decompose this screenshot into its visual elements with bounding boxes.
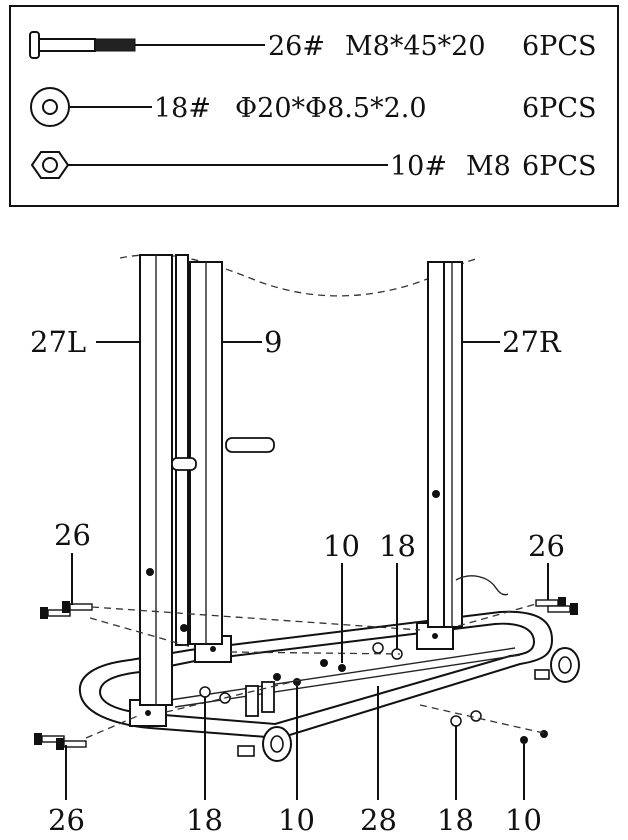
washer-nut-mid: [320, 642, 403, 672]
nut-qty: 6PCS: [522, 151, 597, 182]
callout-26-top-left: 26: [54, 518, 91, 552]
callout-10-bottom-left: 10: [278, 803, 315, 837]
bolt-spec: M8*45*20: [345, 31, 486, 62]
washer-qty: 6PCS: [522, 93, 597, 124]
callout-10-bottom-right: 10: [505, 803, 542, 837]
hardware-row-bolt: 26# M8*45*20 6PCS: [29, 31, 597, 62]
callout-18-mid: 18: [379, 529, 416, 563]
post-right-27R: [427, 261, 509, 628]
wheel-front: [262, 726, 292, 762]
bolt-26-bottom-left: [34, 733, 87, 750]
washer-icon: [30, 87, 70, 127]
bolt-qty: 6PCS: [522, 31, 597, 62]
callout-27L: 27L: [30, 325, 86, 359]
callout-9: 9: [264, 325, 282, 359]
callout-28: 28: [360, 803, 397, 837]
hardware-legend: 26# M8*45*20 6PCS 18# Φ20*Φ8.5*2.0 6PCS …: [9, 5, 619, 207]
hardware-row-nut: 10# M8 6PCS: [30, 151, 597, 182]
upright-9: [171, 261, 275, 645]
exploded-view: 27L 9 27R 26 10 18 26 26 18 10 28 18 10: [30, 254, 580, 837]
washer-spec: Φ20*Φ8.5*2.0: [235, 93, 427, 124]
bolt-26-top-left: [40, 601, 93, 619]
bolt-26-top-right: [535, 597, 578, 615]
post-left-27L: [139, 254, 189, 706]
callout-10-mid: 10: [323, 529, 360, 563]
callout-18-bottom-right: 18: [437, 803, 474, 837]
washer-nut-bottom-right: [450, 710, 548, 744]
nut-icon: [30, 151, 70, 179]
callout-26-top-right: 26: [528, 529, 565, 563]
bolt-code: 26#: [268, 31, 325, 62]
callout-27R: 27R: [502, 325, 562, 359]
callout-18-bottom-left: 18: [186, 803, 223, 837]
hardware-row-washer: 18# Φ20*Φ8.5*2.0 6PCS: [30, 87, 597, 127]
wheel-rear: [550, 647, 580, 683]
washer-code: 18#: [154, 93, 211, 124]
nut-spec: M8: [466, 151, 511, 182]
callout-26-bottom-left: 26: [48, 803, 85, 837]
break-line: [119, 254, 481, 297]
base-frame: [78, 610, 580, 762]
nut-code: 10#: [390, 151, 447, 182]
